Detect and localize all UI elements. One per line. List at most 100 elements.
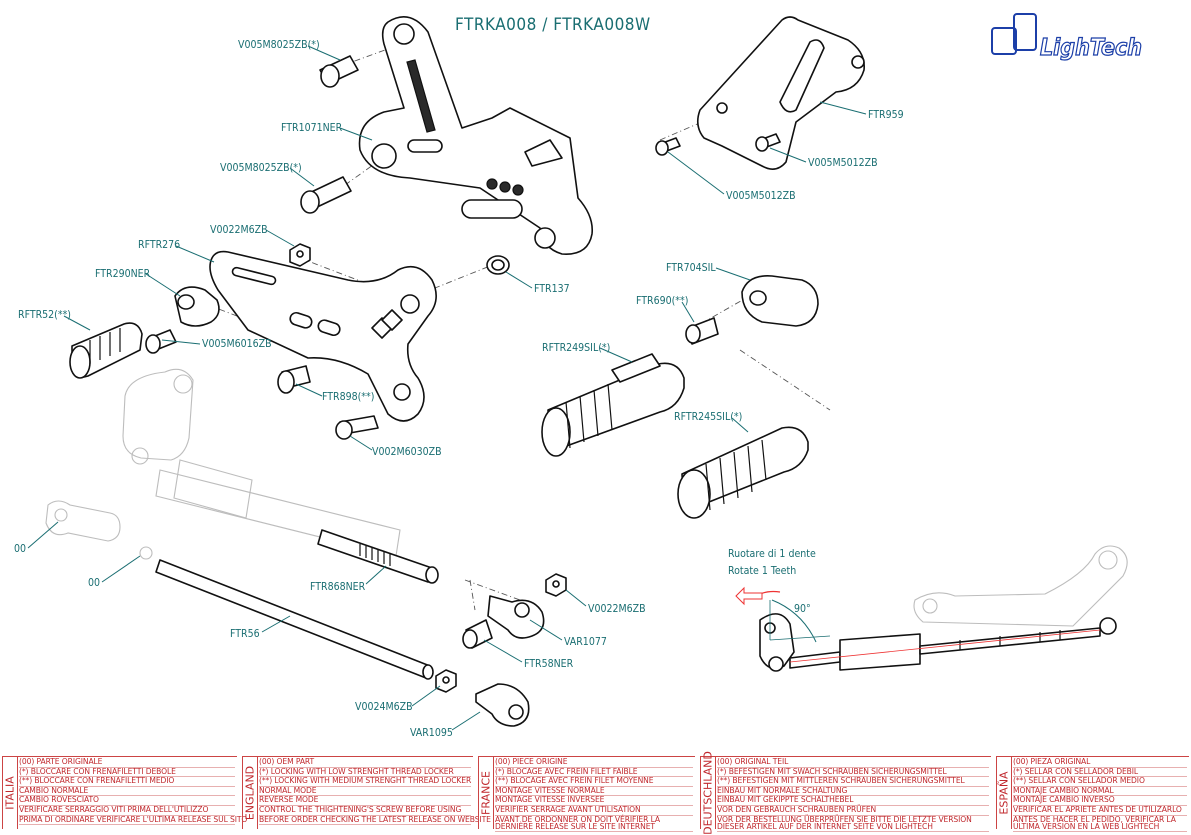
legend-line: (*) BEFESTIGEN MIT SWACH SCHRAUBEN SICHE… [717, 767, 989, 778]
callout-label: V002M6030ZB [372, 446, 442, 458]
callout-label: V0022M6ZB [210, 224, 268, 236]
legend-line: MONTAGE VITESSE NORMALE [495, 786, 693, 797]
rod-ftr868ner [317, 529, 439, 584]
callout-label: RFTR276 [138, 239, 180, 251]
bolt-top [319, 55, 359, 88]
legend-lines: (00) OEM PART (*) LOCKING WITH LOW STREN… [259, 757, 491, 826]
callout-label: FTR868NER [310, 581, 366, 593]
rod-ftr56 [155, 559, 434, 680]
callout-label: V005M5012ZB [808, 157, 878, 169]
legend-line: (**) SELLAR CON SELLADOR MEDIO [1013, 777, 1187, 787]
legend-france: FRANCE (00) PIECE ORIGINE (*) BLOCAGE AV… [478, 756, 695, 832]
legend-line: MONTAGE VITESSE INVERSEE [495, 796, 693, 806]
legend-england: ENGLAND (00) OEM PART (*) LOCKING WITH L… [242, 756, 491, 829]
footpeg-rftr245sil [677, 426, 809, 519]
callout-label: RFTR249SIL(*) [542, 342, 610, 354]
bolt-v002m6030zb [335, 415, 379, 440]
legend-line: MONTAJE CAMBIO INVERSO [1013, 796, 1187, 806]
legend-line: BEFORE ORDER CHECKING THE LATEST RELEASE… [259, 814, 491, 826]
callout-label: FTR704SIL [666, 262, 716, 274]
legend-lines: (00) PIECE ORIGINE (*) BLOCAGE AVEC FREI… [495, 757, 693, 832]
legend-line: EINBAU MIT GEKIPPTE SCHALTHEBEL [717, 796, 989, 806]
legend-line: (00) PIEZA ORIGINAL [1013, 757, 1187, 768]
legend-line: VERIFICAR EL APRIETE ANTES DE UTILIZARLO [1013, 805, 1187, 816]
legend-line: (00) PARTE ORIGINALE [19, 757, 235, 768]
legend-italia: ITALIA (00) PARTE ORIGINALE (*) BLOCCARE… [2, 756, 248, 829]
heel-guard-ftr959 [696, 16, 865, 170]
legend-deutschland: DEUTSCHLAND (00) ORIGINAL TEIL (*) BEFES… [700, 751, 991, 835]
legend-line: EINBAU MIT NORMALE SCHALTUNG [717, 786, 989, 797]
callout-label: FTR56 [230, 628, 260, 640]
legend-line: NORMAL MODE [259, 786, 471, 797]
bolt-mid [300, 176, 352, 214]
diagram-title: FTRKA008 / FTRKA008W [455, 15, 651, 35]
bushing-ftr690 [685, 317, 719, 345]
legend-espana: ESPAÑA (00) PIEZA ORIGINAL (*) SELLAR CO… [996, 756, 1189, 832]
callout-label: RFTR52(**) [18, 309, 71, 321]
callout-label: FTR58NER [524, 658, 574, 670]
rod-end-var1095 [475, 683, 530, 727]
legend-line: (**) BLOCCARE CON FRENAFILETTI MEDIO [19, 777, 235, 787]
bracket-ftr1071ner [358, 16, 594, 255]
rod-end-var1077 [487, 595, 545, 639]
legend-country-label: ENGLAND [243, 757, 258, 829]
legend-line: REVERSE MODE [259, 796, 471, 806]
callout-label: V005M5012ZB [726, 190, 796, 202]
footpeg-rftr52 [69, 322, 143, 379]
callout-label: V0022M6ZB [588, 603, 646, 615]
callout-label: 00 [14, 543, 26, 555]
legend-line: AVANT DE ORDONNER ON DOIT VÉRIFIER LA DE… [495, 815, 693, 832]
rotate-angle: 90° [794, 603, 811, 615]
legend-line: VERIFICARE SERRAGGIO VITI PRIMA DELL'UTI… [19, 805, 235, 816]
callout-label: V005M6016ZB [202, 338, 272, 350]
callout-label: V005M8025ZB(*) [238, 39, 320, 51]
legend-lines: (00) PARTE ORIGINALE (*) BLOCCARE CON FR… [19, 757, 248, 826]
callout-label: FTR137 [534, 283, 570, 295]
bushing-ftr898 [277, 365, 311, 394]
diagram-canvas: FTRKA008 / FTRKA008W LighTech [14, 13, 1143, 739]
callout-label: VAR1095 [410, 727, 453, 739]
logo-text: LighTech [1040, 35, 1142, 61]
callout-label: FTR290NER [95, 268, 151, 280]
bushing-ftr58ner [462, 619, 493, 649]
legend-line: VOR DEN GEBRAUCH SCHRAUBEN PRÜFEN [717, 805, 989, 816]
screw-fr-1 [655, 137, 681, 156]
rotate-note-line1: Ruotare di 1 dente [728, 548, 816, 560]
callout-label: 00 [88, 577, 100, 589]
legend-line: PRIMA DI ORDINARE VERIFICARE L'ULTIMA RE… [19, 814, 248, 826]
legend-lines: (00) PIEZA ORIGINAL (*) SELLAR CON SELLA… [1013, 757, 1187, 832]
legend-line: (*) BLOCCARE CON FRENAFILETTI DEBOLE [19, 767, 235, 778]
spacer-ftr290ner [174, 286, 220, 327]
nut-lower [545, 573, 567, 597]
legend-line: (*) LOCKING WITH LOW STRENGHT THREAD LOC… [259, 767, 471, 778]
legend-country-label: ITALIA [3, 757, 18, 829]
callouts: V005M8025ZB(*) FTR1071NER V005M8025ZB(*)… [14, 39, 904, 739]
screw-fr-2 [755, 133, 781, 152]
callout-label: V0024M6ZB [355, 701, 413, 713]
legend-line: VOR DER BESTELLUNG ÜBERPRÜFEN SIE BITTE … [717, 815, 989, 832]
legend-country-label: ESPAÑA [997, 757, 1012, 829]
legend-line: CONTROL THE THIGHTENING'S SCREW BEFORE U… [259, 805, 471, 816]
nut-top [289, 243, 311, 267]
rotate-illustration: Ruotare di 1 dente Rotate 1 Teeth 90° [728, 545, 1128, 672]
legend-line: (*) BLOCAGE AVEC FREIN FILET FAIBLE [495, 767, 693, 778]
lightech-logo: LighTech [991, 13, 1143, 62]
footpeg-rftr249sil [541, 353, 685, 457]
legend-line: (*) SELLAR CON SELLADOR DEBIL [1013, 767, 1187, 778]
nut-v0024m6zb [435, 669, 457, 693]
legend-line: (00) ORIGINAL TEIL [717, 757, 989, 768]
callout-label: VAR1077 [564, 636, 607, 648]
legend-line: (00) OEM PART [259, 757, 471, 768]
legend-line: (**) LOCKING WITH MEDIUM STRENGHT THREAD… [259, 776, 472, 787]
spacer-ftr137 [486, 255, 510, 275]
legend-line: (**) BEFESTIGEN MIT MITTLEREN SCHRAUBEN … [717, 777, 989, 787]
legend-line: ANTES DE HACER EL PEDIDO, VERIFICAR LA U… [1013, 815, 1187, 832]
callout-label: FTR1071NER [281, 122, 343, 134]
legend-line: CAMBIO NORMALE [19, 786, 235, 797]
legend-line: (**) BLOCAGE AVEC FREIN FILET MOYENNE [495, 777, 693, 787]
callout-label: FTR959 [868, 109, 904, 121]
legend-line: CAMBIO ROVESCIATO [19, 796, 235, 806]
legend-line: VERIFIER SERRAGE AVANT UTILISATION [495, 805, 693, 816]
legend-country-label: FRANCE [479, 757, 494, 829]
